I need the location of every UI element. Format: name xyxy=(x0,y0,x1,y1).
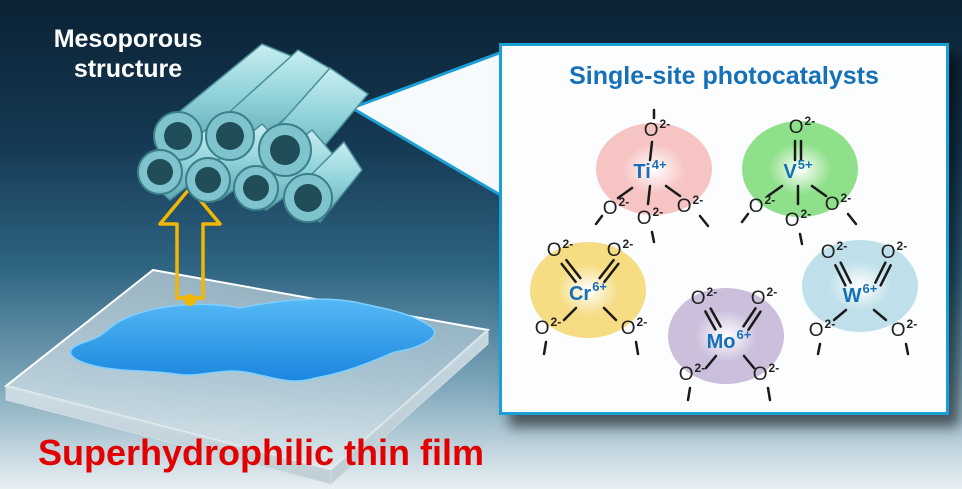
oxygen-label: O2- xyxy=(677,193,703,217)
oxygen-label: O2- xyxy=(535,315,561,339)
catalyst-panel: Single-site photocatalysts O2-Ti4+O2-O2-… xyxy=(499,43,949,415)
oxygen-label: O2- xyxy=(679,361,705,385)
oxygen-label: O2- xyxy=(603,195,629,219)
callout-wedge xyxy=(350,50,504,198)
oxygen-label: O2- xyxy=(825,191,851,215)
oxygen-label: O2- xyxy=(637,205,663,229)
site-ti: O2-Ti4+O2-O2-O2- xyxy=(594,108,712,244)
panel-title: Single-site photocatalysts xyxy=(569,62,879,90)
metal-label: Cr6+ xyxy=(569,279,607,305)
site-mo: O2-O2-Mo6+O2-O2- xyxy=(668,285,784,402)
site-w: O2-O2-W6+O2-O2- xyxy=(802,239,918,356)
site-background xyxy=(802,240,918,332)
oxygen-label: O2- xyxy=(753,361,779,385)
mesoporous-label-line2: structure xyxy=(73,55,183,83)
site-cr: O2-O2-Cr6+O2-O2- xyxy=(530,237,647,356)
oxygen-label: O2- xyxy=(751,285,777,309)
site-background xyxy=(668,288,784,384)
site-v: O2-V5+O2-O2-O2- xyxy=(740,114,858,246)
film-label: Superhydrophilic thin film xyxy=(38,432,485,473)
mesoporous-label: Mesoporous structure xyxy=(28,24,228,84)
up-arrow xyxy=(158,186,222,306)
water-film xyxy=(69,298,436,382)
oxygen-label: O2- xyxy=(809,317,835,341)
mesoporous-tubes xyxy=(137,43,370,224)
oxygen-label: O2- xyxy=(749,193,775,217)
oxygen-label: O2- xyxy=(891,317,917,341)
site-diagrams: O2-Ti4+O2-O2-O2-O2-V5+O2-O2-O2-O2-O2-Cr6… xyxy=(530,108,918,402)
mesoporous-label-line1: Mesoporous xyxy=(53,25,203,53)
tube-ends xyxy=(137,111,333,223)
oxygen-label: O2- xyxy=(547,237,573,261)
oxygen-label: O2- xyxy=(881,239,907,263)
oxygen-label: O2- xyxy=(621,315,647,339)
oxygen-label: O2- xyxy=(785,207,811,231)
